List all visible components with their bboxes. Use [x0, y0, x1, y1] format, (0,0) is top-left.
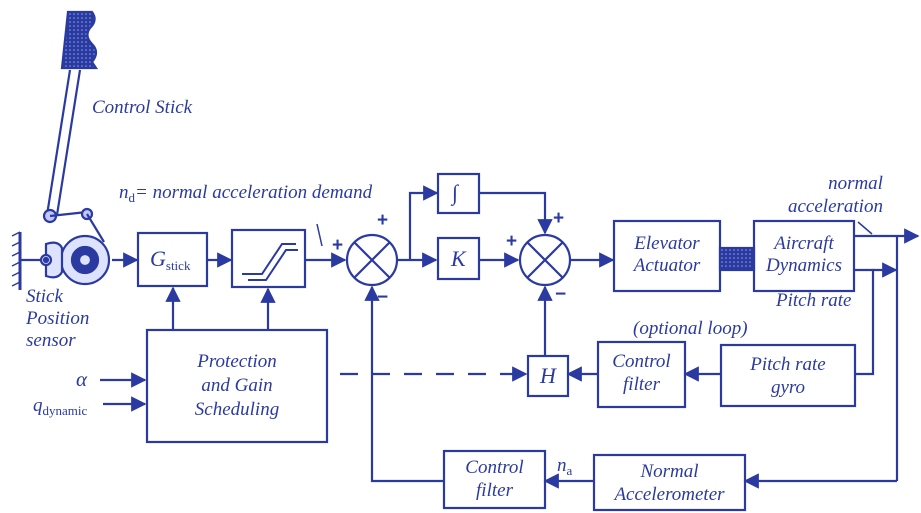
na-label: na [557, 455, 572, 481]
nd-label: nd= normal acceleration demand [119, 182, 372, 208]
gyro-line-2: gyro [770, 377, 806, 398]
gain-h-symbol: H [540, 363, 556, 388]
control-stick-label: Control Stick [92, 97, 193, 118]
filter-bottom-line-1: Control [465, 457, 524, 478]
normal-accelerometer-block [592, 453, 747, 512]
filter-bottom-line-2: filter [476, 480, 513, 501]
sensor-label-line-2: Position [26, 308, 90, 329]
na-symbol: n [557, 455, 567, 476]
nd-subscript: d [128, 190, 136, 205]
filter-top-line-2: filter [623, 374, 660, 395]
sum2-left-sign: + [506, 231, 518, 252]
sum2-top-sign: + [553, 208, 565, 229]
protection-line-2: and Gain [201, 375, 273, 396]
filter-top-line-1: Control [612, 351, 671, 372]
control-filter-top-text: Control filter [598, 350, 685, 396]
pitch-rate-gyro-block [719, 343, 857, 408]
sensor-label-line-1: Stick [26, 286, 63, 307]
gain-h-block [526, 354, 570, 398]
sum2-bottom-sign: − [555, 284, 567, 305]
gstick-subscript: stick [165, 258, 191, 273]
elevator-line-2: Actuator [633, 255, 701, 276]
accel-line-1: Normal [640, 461, 699, 482]
na-subscript: a [566, 463, 573, 478]
gstick-symbol: G [150, 246, 166, 271]
q-subscript: dynamic [42, 403, 88, 418]
gain-k-symbol: K [451, 246, 466, 271]
normal-acceleration-label: normal acceleration [788, 172, 883, 218]
actuator-link [718, 246, 756, 272]
accel-line-2: Accelerometer [614, 484, 725, 505]
sensor-label-line-3: sensor [26, 330, 76, 351]
normal-acc-line-1: normal [828, 173, 883, 194]
integrator-symbol: ∫ [452, 180, 459, 205]
sum1-top-sign: + [377, 210, 389, 231]
alpha-label: α [76, 367, 88, 391]
gain-k-block [436, 236, 481, 281]
protection-block [145, 328, 329, 444]
protection-text: Protection and Gain Scheduling [147, 350, 327, 422]
integrator-block [436, 172, 481, 215]
sum1-left-sign: + [332, 235, 344, 256]
control-filter-bottom-text: Control filter [444, 456, 545, 502]
q-dynamic-label: qdynamic [33, 395, 87, 421]
elevator-actuator-text: Elevator Actuator [614, 233, 720, 277]
aircraft-line-1: Aircraft [774, 233, 834, 254]
normal-accelerometer-text: Normal Accelerometer [594, 460, 745, 506]
pitch-rate-label: Pitch rate [776, 290, 852, 311]
protection-line-1: Protection [197, 351, 277, 372]
q-symbol: q [33, 395, 43, 416]
gstick-text: Gstick [150, 248, 190, 277]
stick-shaft-2 [55, 69, 82, 216]
aircraft-dynamics-block [752, 219, 856, 293]
limiter-block [230, 228, 307, 289]
stick-shaft [45, 69, 72, 216]
stick-position-sensor-label: Stick Position sensor [26, 286, 89, 352]
normal-acc-line-2: acceleration [788, 196, 883, 217]
nd-text: = normal acceleration demand [135, 182, 373, 203]
protection-line-3: Scheduling [194, 399, 280, 420]
elevator-line-1: Elevator [634, 233, 700, 254]
nd-symbol: n [119, 182, 129, 203]
aircraft-dynamics-text: Aircraft Dynamics [754, 233, 854, 277]
pitch-rate-gyro-text: Pitch rate gyro [721, 353, 855, 399]
sum1-bottom-sign: − [377, 287, 389, 308]
control-filter-bottom-block [442, 449, 547, 510]
optional-loop-label: (optional loop) [633, 318, 748, 339]
aircraft-line-2: Dynamics [766, 255, 842, 276]
gyro-line-1: Pitch rate [750, 354, 826, 375]
stick-handle-grip [60, 10, 99, 70]
